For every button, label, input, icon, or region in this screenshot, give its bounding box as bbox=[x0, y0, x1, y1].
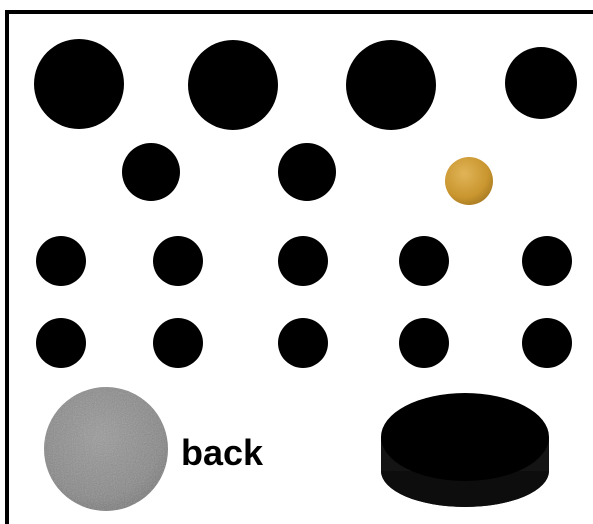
puck bbox=[381, 393, 549, 507]
small-dot bbox=[153, 318, 203, 368]
large-dot bbox=[34, 39, 124, 129]
small-dot bbox=[278, 318, 328, 368]
back-disc bbox=[44, 387, 168, 511]
large-dot bbox=[346, 40, 436, 130]
small-dot bbox=[399, 236, 449, 286]
medium-dot bbox=[122, 143, 180, 201]
large-dot bbox=[188, 40, 278, 130]
small-dot bbox=[399, 318, 449, 368]
medium-dot bbox=[278, 143, 336, 201]
small-dot bbox=[278, 236, 328, 286]
small-dot bbox=[36, 318, 86, 368]
back-label: back bbox=[181, 428, 281, 478]
small-dot bbox=[153, 236, 203, 286]
small-dot bbox=[522, 318, 572, 368]
large-dot bbox=[505, 47, 577, 119]
gold-dot bbox=[445, 157, 493, 205]
small-dot bbox=[522, 236, 572, 286]
small-dot bbox=[36, 236, 86, 286]
